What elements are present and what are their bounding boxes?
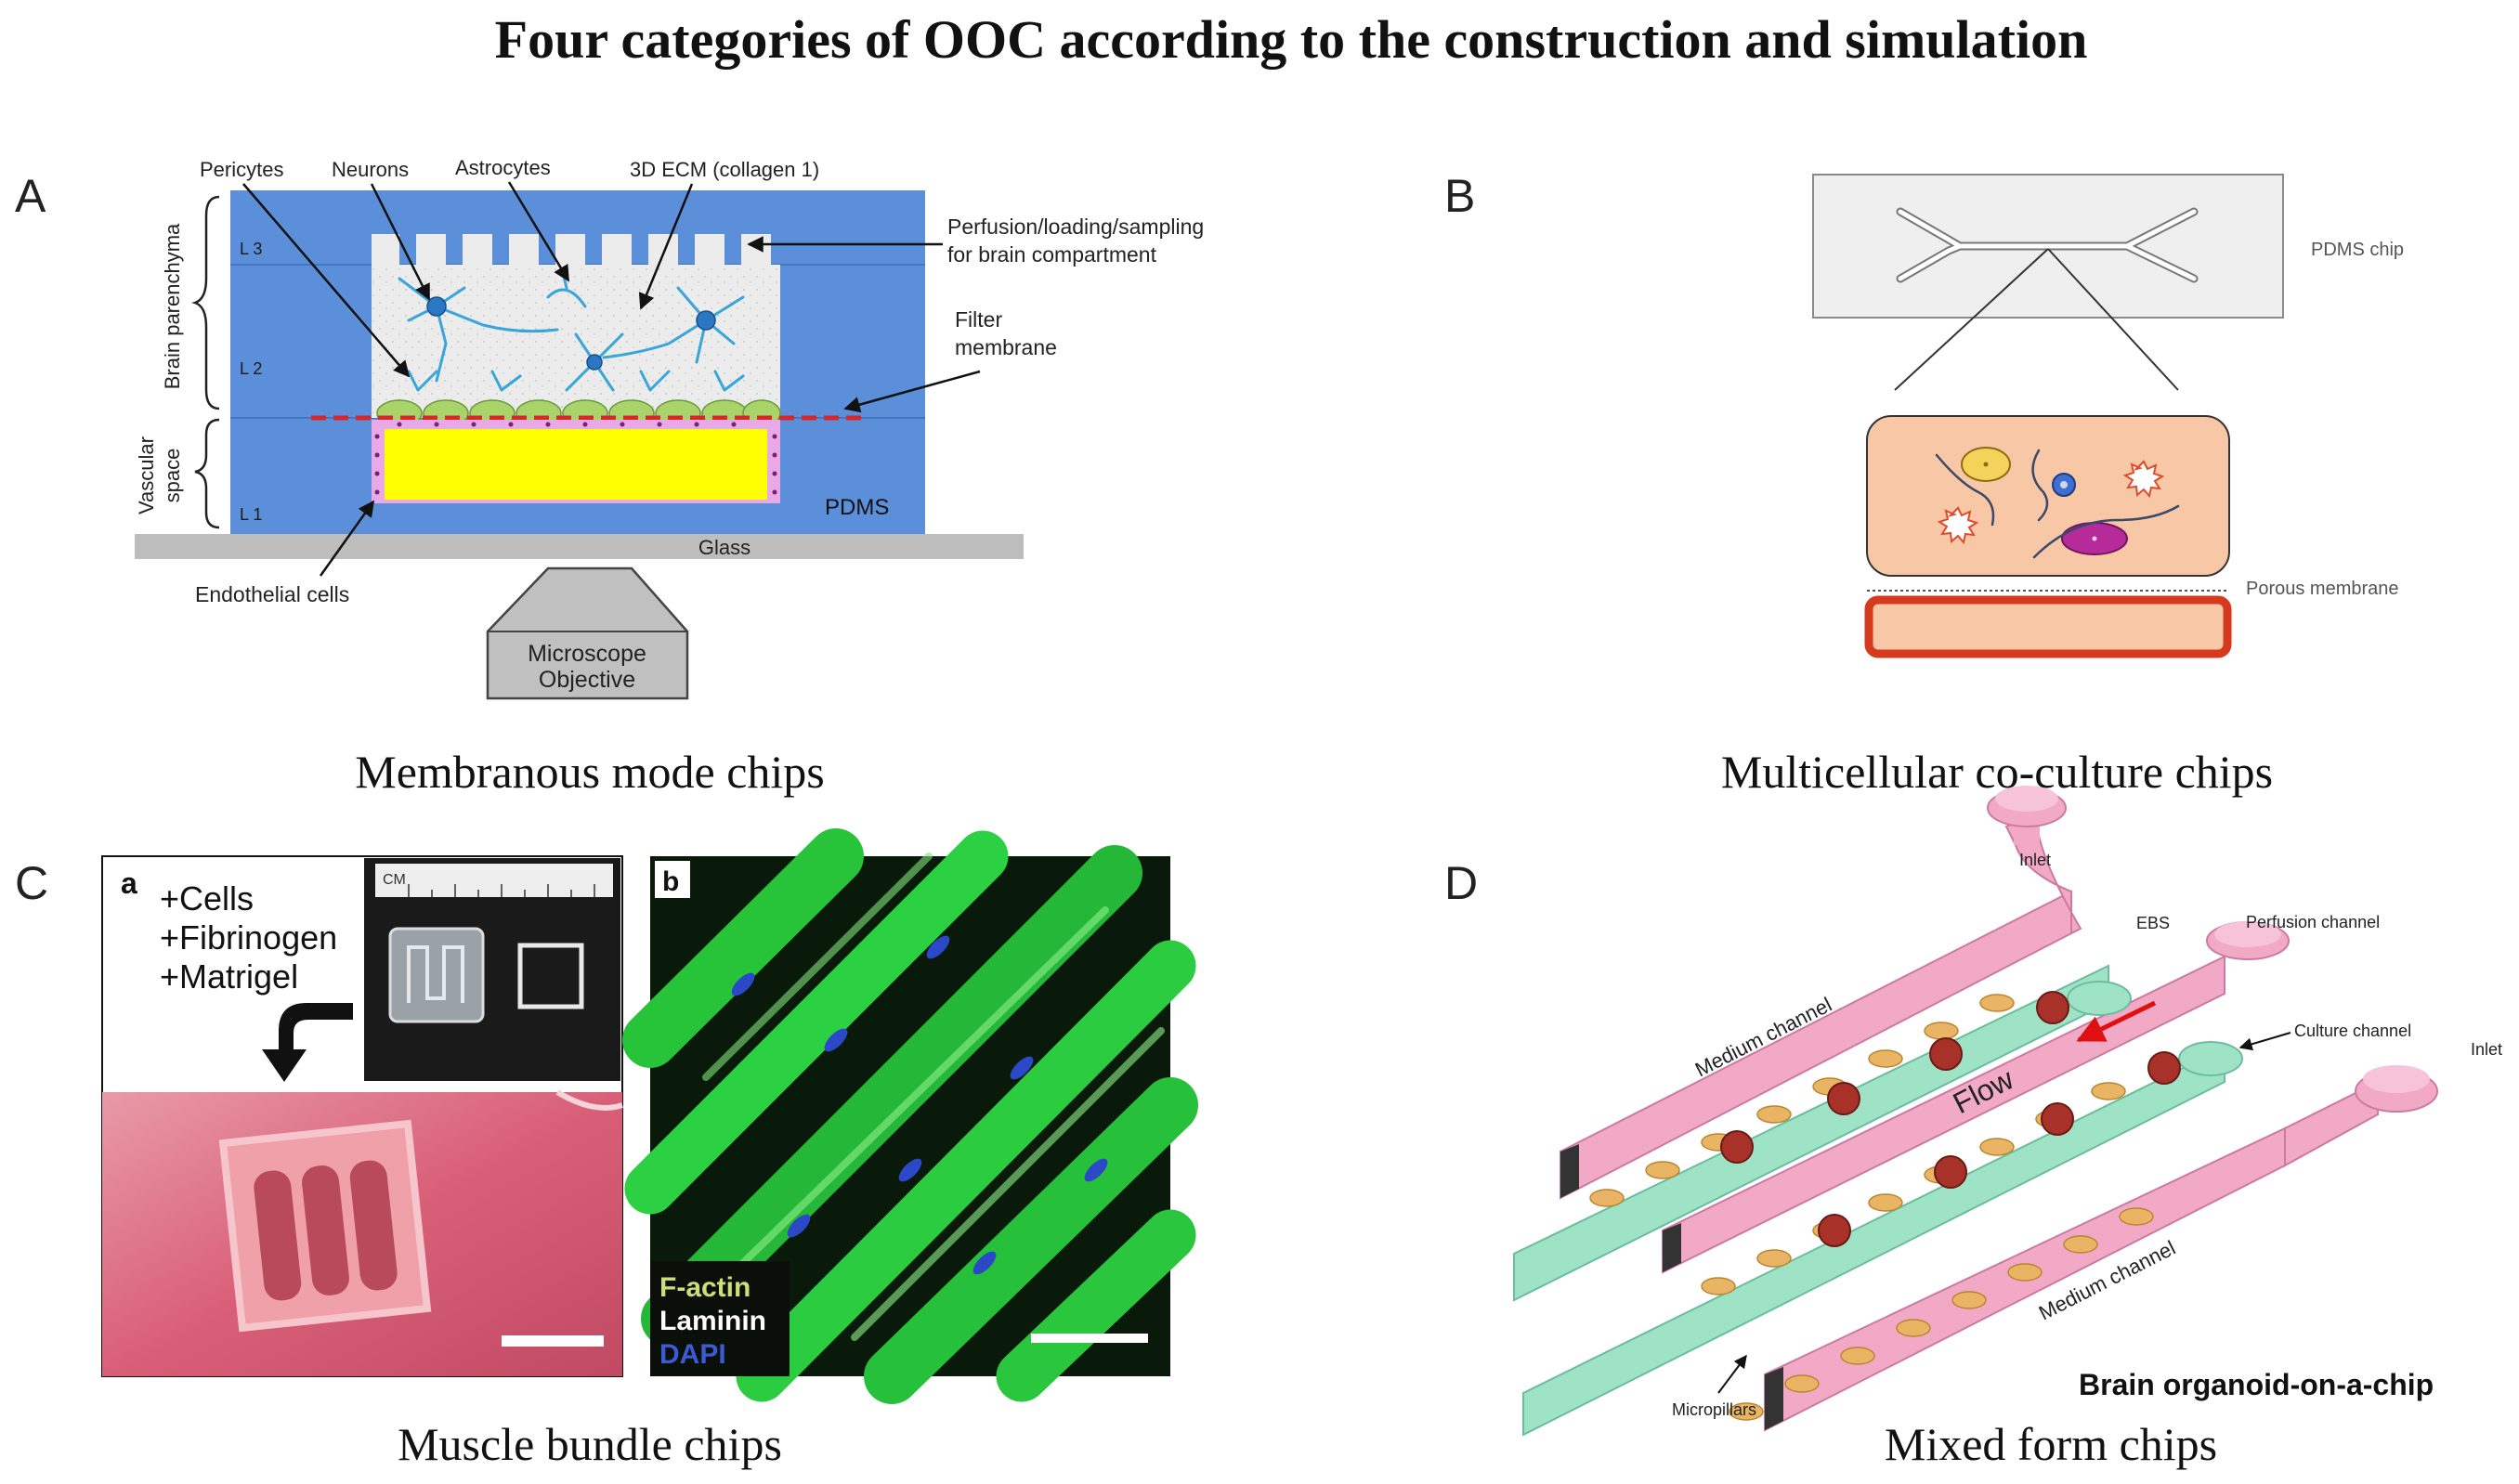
legend-f-actin: F-actin [659,1272,750,1303]
panel-c: C a +Cells +Fibrinogen +Matrigel CM [15,828,1198,1470]
brain-organoid-label: Brain organoid-on-a-chip [2079,1368,2434,1401]
pericytes-label: Pericytes [200,158,283,181]
curved-arrow [262,1003,353,1082]
panel-c-letter: C [15,857,48,909]
panel-b-caption: Multicellular co-culture chips [1721,746,2273,798]
ruler-label: CM [383,872,406,888]
spiky-cell-2 [1937,506,1979,545]
zoom-line-right [2047,248,2179,391]
reagent-matrigel: +Matrigel [160,957,298,996]
fibers [1935,449,2180,559]
ecm-ports [372,234,771,266]
chip-channel-inner [1898,209,2197,281]
ebs-label: EBS [2136,914,2170,932]
brace-vascular-space [194,418,220,529]
brain-parenchyma-label: Brain parenchyma [161,223,184,389]
neurons-label: Neurons [332,158,409,181]
ebs-reservoir [2067,981,2132,1016]
panel-b-letter: B [1444,170,1475,222]
subpanel-a-letter: a [121,866,137,900]
glass-slide [135,534,1024,559]
pdms-device [388,927,485,1023]
microscope-label-1: Microscope [528,641,646,667]
brace-brain-parenchyma [191,195,220,410]
organoids [1720,991,2181,1247]
legend-laminin: Laminin [659,1306,766,1336]
microscope-label-2: Objective [539,667,635,693]
panel-d-caption: Mixed form chips [1885,1418,2217,1470]
astrocytes-label: Astrocytes [455,156,551,179]
vascular-channel [385,429,767,500]
porous-membrane-label: Porous membrane [2246,579,2399,599]
muscle-fibers [622,828,1198,1404]
culture-channel-lower [1522,1046,2225,1437]
layer-label-l2: L 2 [240,359,262,378]
panel-d-letter: D [1444,857,1478,909]
panel-c-caption: Muscle bundle chips [398,1418,782,1470]
panel-a: A Glass [15,156,1204,798]
culture-reservoir [2178,1041,2243,1076]
zoom-line-left [1894,248,2049,391]
perfusion-label-1: Perfusion/loading/sampling [947,215,1204,239]
vascular-label: Vascular [135,436,158,514]
scale-bar-b [1031,1334,1148,1343]
panel-a-letter: A [15,170,46,222]
perfusion-label-2: for brain compartment [947,242,1157,267]
frame-device [517,943,584,1009]
neuron-nuclei [426,296,716,371]
legend-dapi: DAPI [659,1339,726,1370]
layer-label-l3: L 3 [240,240,262,258]
subpanel-b-letter: b [662,866,679,897]
figure-title: Four categories of OOC according to the … [495,9,2088,70]
pdms-label: PDMS [825,495,889,520]
ruler-ticks [408,884,595,897]
pdms-chip-label: PDMS chip [2311,240,2404,260]
space-label: space [161,449,184,503]
endothelial-dots [374,422,777,495]
glass-label: Glass [698,536,750,559]
micropillars-label: Micropillars [1672,1400,1756,1419]
inlet-top-label: Inlet [2019,851,2051,869]
reagent-fibrinogen: +Fibrinogen [160,918,337,957]
culture-channel-label: Culture channel [2294,1022,2411,1040]
panel-d: D [1444,786,2502,1470]
layer-label-l1: L 1 [240,505,262,524]
bottom-channel [1864,595,2232,658]
filter-label-2: membrane [955,335,1057,359]
scale-bar-a [502,1335,604,1347]
flow-arrow [2076,1000,2157,1043]
ecm-label: 3D ECM (collagen 1) [630,158,819,181]
panel-a-leader-lines [242,181,981,577]
culture-chamber [1866,415,2230,577]
perfusion-channel-label: Perfusion channel [2246,913,2380,931]
spiky-cell-1 [2122,460,2165,499]
ecm-compartment [372,265,780,418]
muscle-bundle-frame [218,1119,432,1333]
filter-label-1: Filter [955,307,1002,332]
inlet-right-label: Inlet [2471,1040,2502,1059]
ruler [375,864,613,897]
panel-b: B PDMS chip Porous membra [1444,170,2404,798]
channel-ends [1560,1144,1783,1430]
panel-a-caption: Membranous mode chips [355,746,824,798]
inlet-riser-right [2284,1080,2379,1167]
dapi-nuclei [731,935,1108,1275]
reagent-cells: +Cells [160,879,254,918]
endothelial-label: Endothelial cells [195,582,349,606]
